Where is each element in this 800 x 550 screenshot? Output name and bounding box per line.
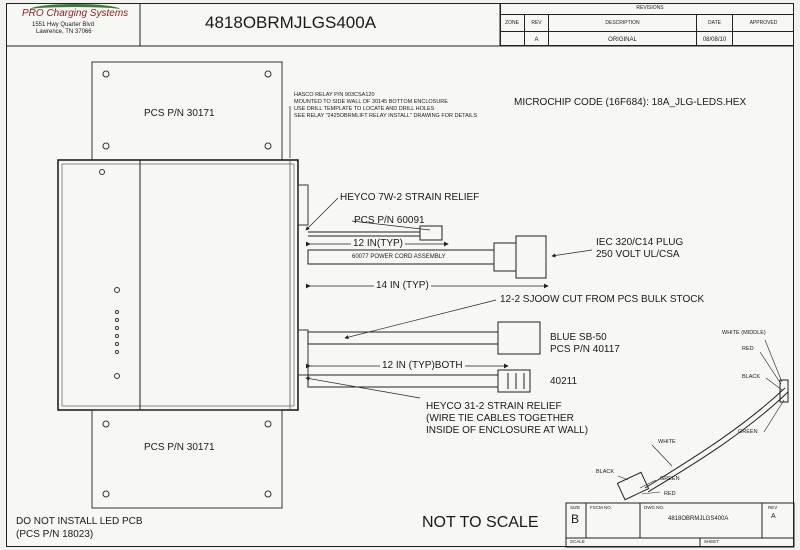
wire-label-red-1: RED	[742, 346, 754, 352]
revisions-table	[500, 3, 794, 46]
relay-note-line-4: SEE RELAY "2425OBRMLIFT RELAY INSTALL" D…	[294, 113, 478, 119]
strain-relief-top-label: HEYCO 7W-2 STRAIN RELIEF	[340, 192, 480, 203]
tb-rev-label: REV	[768, 505, 778, 510]
tb-fscm-label: FSCM NO.	[590, 505, 612, 510]
rev-header-approved: APPROVED	[749, 20, 778, 26]
blue-sb50-label-2: PCS P/N 40117	[550, 344, 620, 355]
charger-enclosure	[57, 159, 309, 411]
led-note-2: (PCS P/N 18023)	[16, 529, 94, 540]
dim-12in-typ-both: 12 IN (TYP)BOTH	[380, 360, 465, 371]
wire-label-black-2: BLACK	[596, 469, 615, 475]
company-address-2: Lawrence, TN 37066	[36, 29, 92, 35]
company-logo-arc	[30, 4, 120, 15]
rev-row-description: ORIGINAL	[608, 37, 637, 43]
cable-40211	[307, 369, 531, 393]
not-to-scale: NOT TO SCALE	[422, 514, 539, 531]
rev-header-rev: REV	[531, 20, 542, 26]
pcs-60091-label: PCS P/N 60091	[354, 215, 425, 226]
title-block-lines	[565, 502, 795, 548]
power-cord-60077	[307, 235, 547, 279]
plug-label-1: IEC 320/C14 PLUG	[596, 237, 684, 248]
wire-label-red-2: RED	[664, 491, 676, 497]
tb-scale-label: SCALE	[570, 539, 585, 544]
tb-dwg-no: 4818OBRMJLGS400A	[668, 516, 729, 522]
relay-note-line-2: MOUNTED TO SIDE WALL OF 30145 BOTTOM ENC…	[294, 99, 448, 105]
relay-note-line-1: HASCO RELAY P/N 903CSA120	[294, 92, 375, 98]
wire-label-black-1: BLACK	[742, 374, 761, 380]
rev-row-date: 08/08/10	[702, 37, 727, 43]
pcs-bottom-plate-label: PCS P/N 30171	[144, 442, 215, 453]
revisions-title: REVISIONS	[636, 5, 664, 11]
rev-row-rev: A	[534, 37, 539, 43]
relay-note-line-3: USE DRILL TEMPLATE TO LOCATE AND DRILL H…	[294, 106, 435, 112]
drawing-title: 4818OBRMJLGS400A	[205, 13, 377, 32]
strain-relief-bottom-2: (WIRE TIE CABLES TOGETHER	[426, 413, 574, 424]
wire-label-green-2: GREEN	[660, 476, 680, 482]
tb-rev-value: A	[771, 513, 776, 520]
strain-relief-bottom-1: HEYCO 31-2 STRAIN RELIEF	[426, 401, 562, 412]
rev-header-zone: ZONE	[505, 20, 519, 26]
company-address-1: 1551 Hwy Quarter Blvd	[32, 22, 95, 28]
wire-label-green-1: GREEN	[738, 429, 758, 435]
tb-size-label: SIZE	[570, 505, 581, 510]
microchip-code: MICROCHIP CODE (16F684): 18A_JLG-LEDS.HE…	[514, 97, 747, 108]
sjoow-label: 12-2 SJOOW CUT FROM PCS BULK STOCK	[500, 294, 705, 305]
led-note-1: DO NOT INSTALL LED PCB	[16, 516, 143, 527]
power-cord-label: 60077 POWER CORD ASSEMBLY	[352, 254, 446, 260]
tb-dwg-label: DWG NO.	[644, 505, 665, 510]
wire-label-white-2: WHITE	[658, 439, 676, 445]
wire-label-white-middle: WHITE (MIDDLE)	[722, 330, 766, 336]
pigtail-60091	[308, 225, 443, 241]
bottom-mounting-plate	[91, 409, 283, 509]
dim-12in-typ: 12 IN(TYP)	[351, 238, 406, 249]
strain-relief-bottom-3: INSIDE OF ENCLOSURE AT WALL)	[426, 425, 589, 436]
rev-header-date: DATE	[708, 20, 721, 26]
blue-sb50-label-1: BLUE SB-50	[550, 332, 607, 343]
sjoow-cable	[307, 321, 541, 355]
pcs-top-plate-label: PCS P/N 30171	[144, 108, 215, 119]
plug-label-2: 250 VOLT UL/CSA	[596, 249, 680, 260]
dim-14in-typ: 14 IN (TYP)	[374, 280, 431, 291]
wire-harness	[616, 339, 789, 501]
tb-sheet-label: SHEET	[704, 539, 720, 544]
tb-size-value: B	[571, 512, 580, 526]
rev-header-description: DESCRIPTION	[605, 20, 640, 26]
part-40211-label: 40211	[550, 376, 578, 387]
